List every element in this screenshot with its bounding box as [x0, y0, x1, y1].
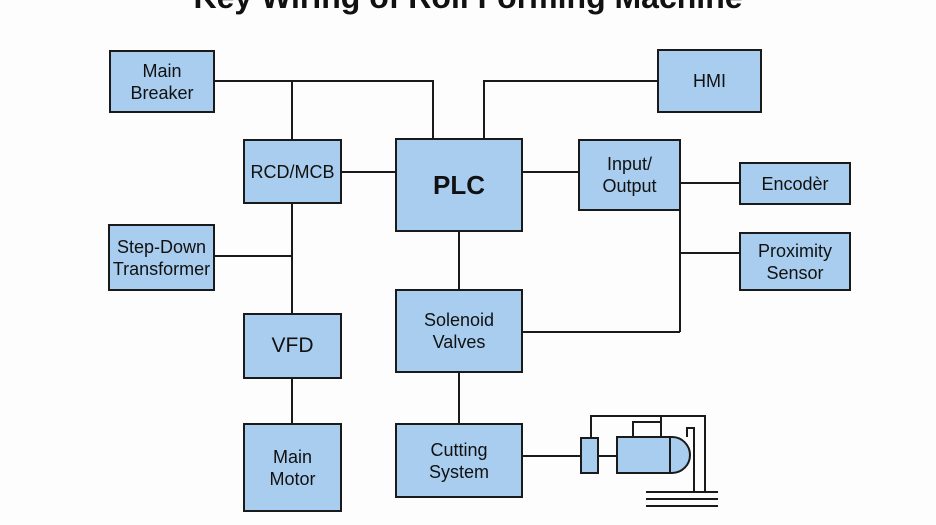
main-breaker-label: Main Breaker [130, 60, 194, 103]
rcd-mcb-label: RCD/MCB [250, 161, 335, 182]
encoder-box: Encodèr [739, 162, 851, 205]
proximity-sensor-label: Proximity Sensor [757, 240, 832, 283]
diagram-title: Key Wiring of Roll Forming Machine [0, 0, 936, 14]
proximity-sensor-box: Proximity Sensor [739, 232, 851, 291]
hmi-box: HMI [657, 49, 762, 113]
input-output-label: Input/ Output [602, 154, 657, 196]
hmi-label: HMI [693, 71, 726, 91]
vfd-label: VFD [271, 334, 314, 357]
step-down-transformer-label: Step-Down Transformer [112, 236, 211, 279]
wire-breaker-plc [214, 80, 434, 139]
plc-box: PLC [395, 138, 523, 232]
solenoid-valves-box: Solenoid Valves [395, 289, 523, 373]
cutting-system-label: Cutting System [428, 439, 489, 482]
step-down-transformer-box: Step-Down Transformer [108, 224, 215, 291]
main-breaker-box: Main Breaker [109, 50, 215, 113]
hydraulic-cylinder-icon [580, 415, 718, 507]
wire-hmi-plc [483, 80, 657, 139]
solenoid-valves-label: Solenoid Valves [423, 310, 495, 352]
main-motor-label: Main Motor [269, 446, 316, 489]
plc-label: PLC [433, 170, 485, 200]
main-motor-box: Main Motor [243, 423, 342, 512]
rcd-mcb-box: RCD/MCB [243, 139, 342, 204]
input-output-box: Input/ Output [578, 139, 681, 211]
vfd-box: VFD [243, 313, 342, 379]
encoder-label: Encodèr [761, 173, 829, 194]
cutting-system-box: Cutting System [395, 423, 523, 498]
